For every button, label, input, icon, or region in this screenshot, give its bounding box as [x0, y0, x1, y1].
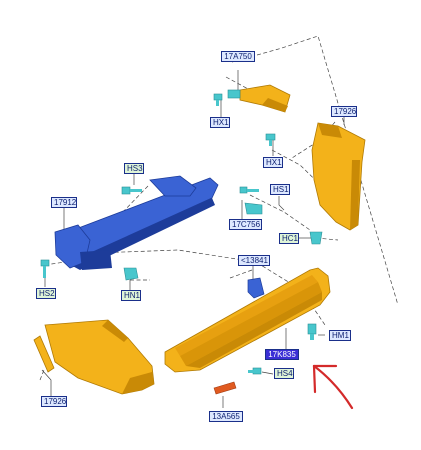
label-13a565: 13A565 — [209, 411, 243, 422]
bracket-13841 — [247, 277, 265, 299]
bumper-side-left — [33, 319, 155, 395]
bumper-cover-main — [164, 267, 331, 373]
label-hs3: HS3 — [124, 163, 144, 174]
label-hs1: HS1 — [270, 184, 290, 195]
label-hx1-top: HX1 — [210, 117, 230, 128]
reflector-13a565 — [213, 381, 237, 395]
label-hc1: HC1 — [279, 233, 299, 244]
fastener-hx1-mid — [265, 133, 276, 146]
screw-hs1 — [239, 186, 259, 194]
nut-hn1 — [123, 267, 139, 281]
fastener-hx1-top — [213, 93, 223, 106]
clip-hc1 — [309, 231, 323, 245]
screw-hs4 — [248, 367, 262, 375]
label-hn1: HN1 — [121, 290, 141, 301]
label-17926-bottom: 17926 — [41, 396, 67, 407]
screw-hs3 — [121, 186, 142, 195]
label-hs2: HS2 — [36, 288, 56, 299]
label-17912: 17912 — [51, 197, 77, 208]
annotation-arrow — [312, 364, 354, 410]
clip-17c756 — [244, 202, 263, 215]
screw-hs2 — [40, 259, 50, 278]
label-hx1-mid: HX1 — [263, 157, 283, 168]
label-17k835: 17K835 — [265, 349, 299, 360]
solid-leaders — [41, 70, 345, 408]
label-17c756: 17C756 — [229, 219, 262, 230]
label-17926-top: 17926 — [331, 106, 357, 117]
label-13841: <13841 — [238, 255, 270, 266]
impact-beam — [54, 175, 219, 270]
bumper-side-right — [311, 122, 366, 231]
label-hs4: HS4 — [274, 368, 294, 379]
label-17a750: 17A750 — [221, 51, 255, 62]
label-hm1: HM1 — [329, 330, 351, 341]
bracket-17a750 — [227, 84, 291, 113]
clip-hm1 — [307, 323, 317, 340]
